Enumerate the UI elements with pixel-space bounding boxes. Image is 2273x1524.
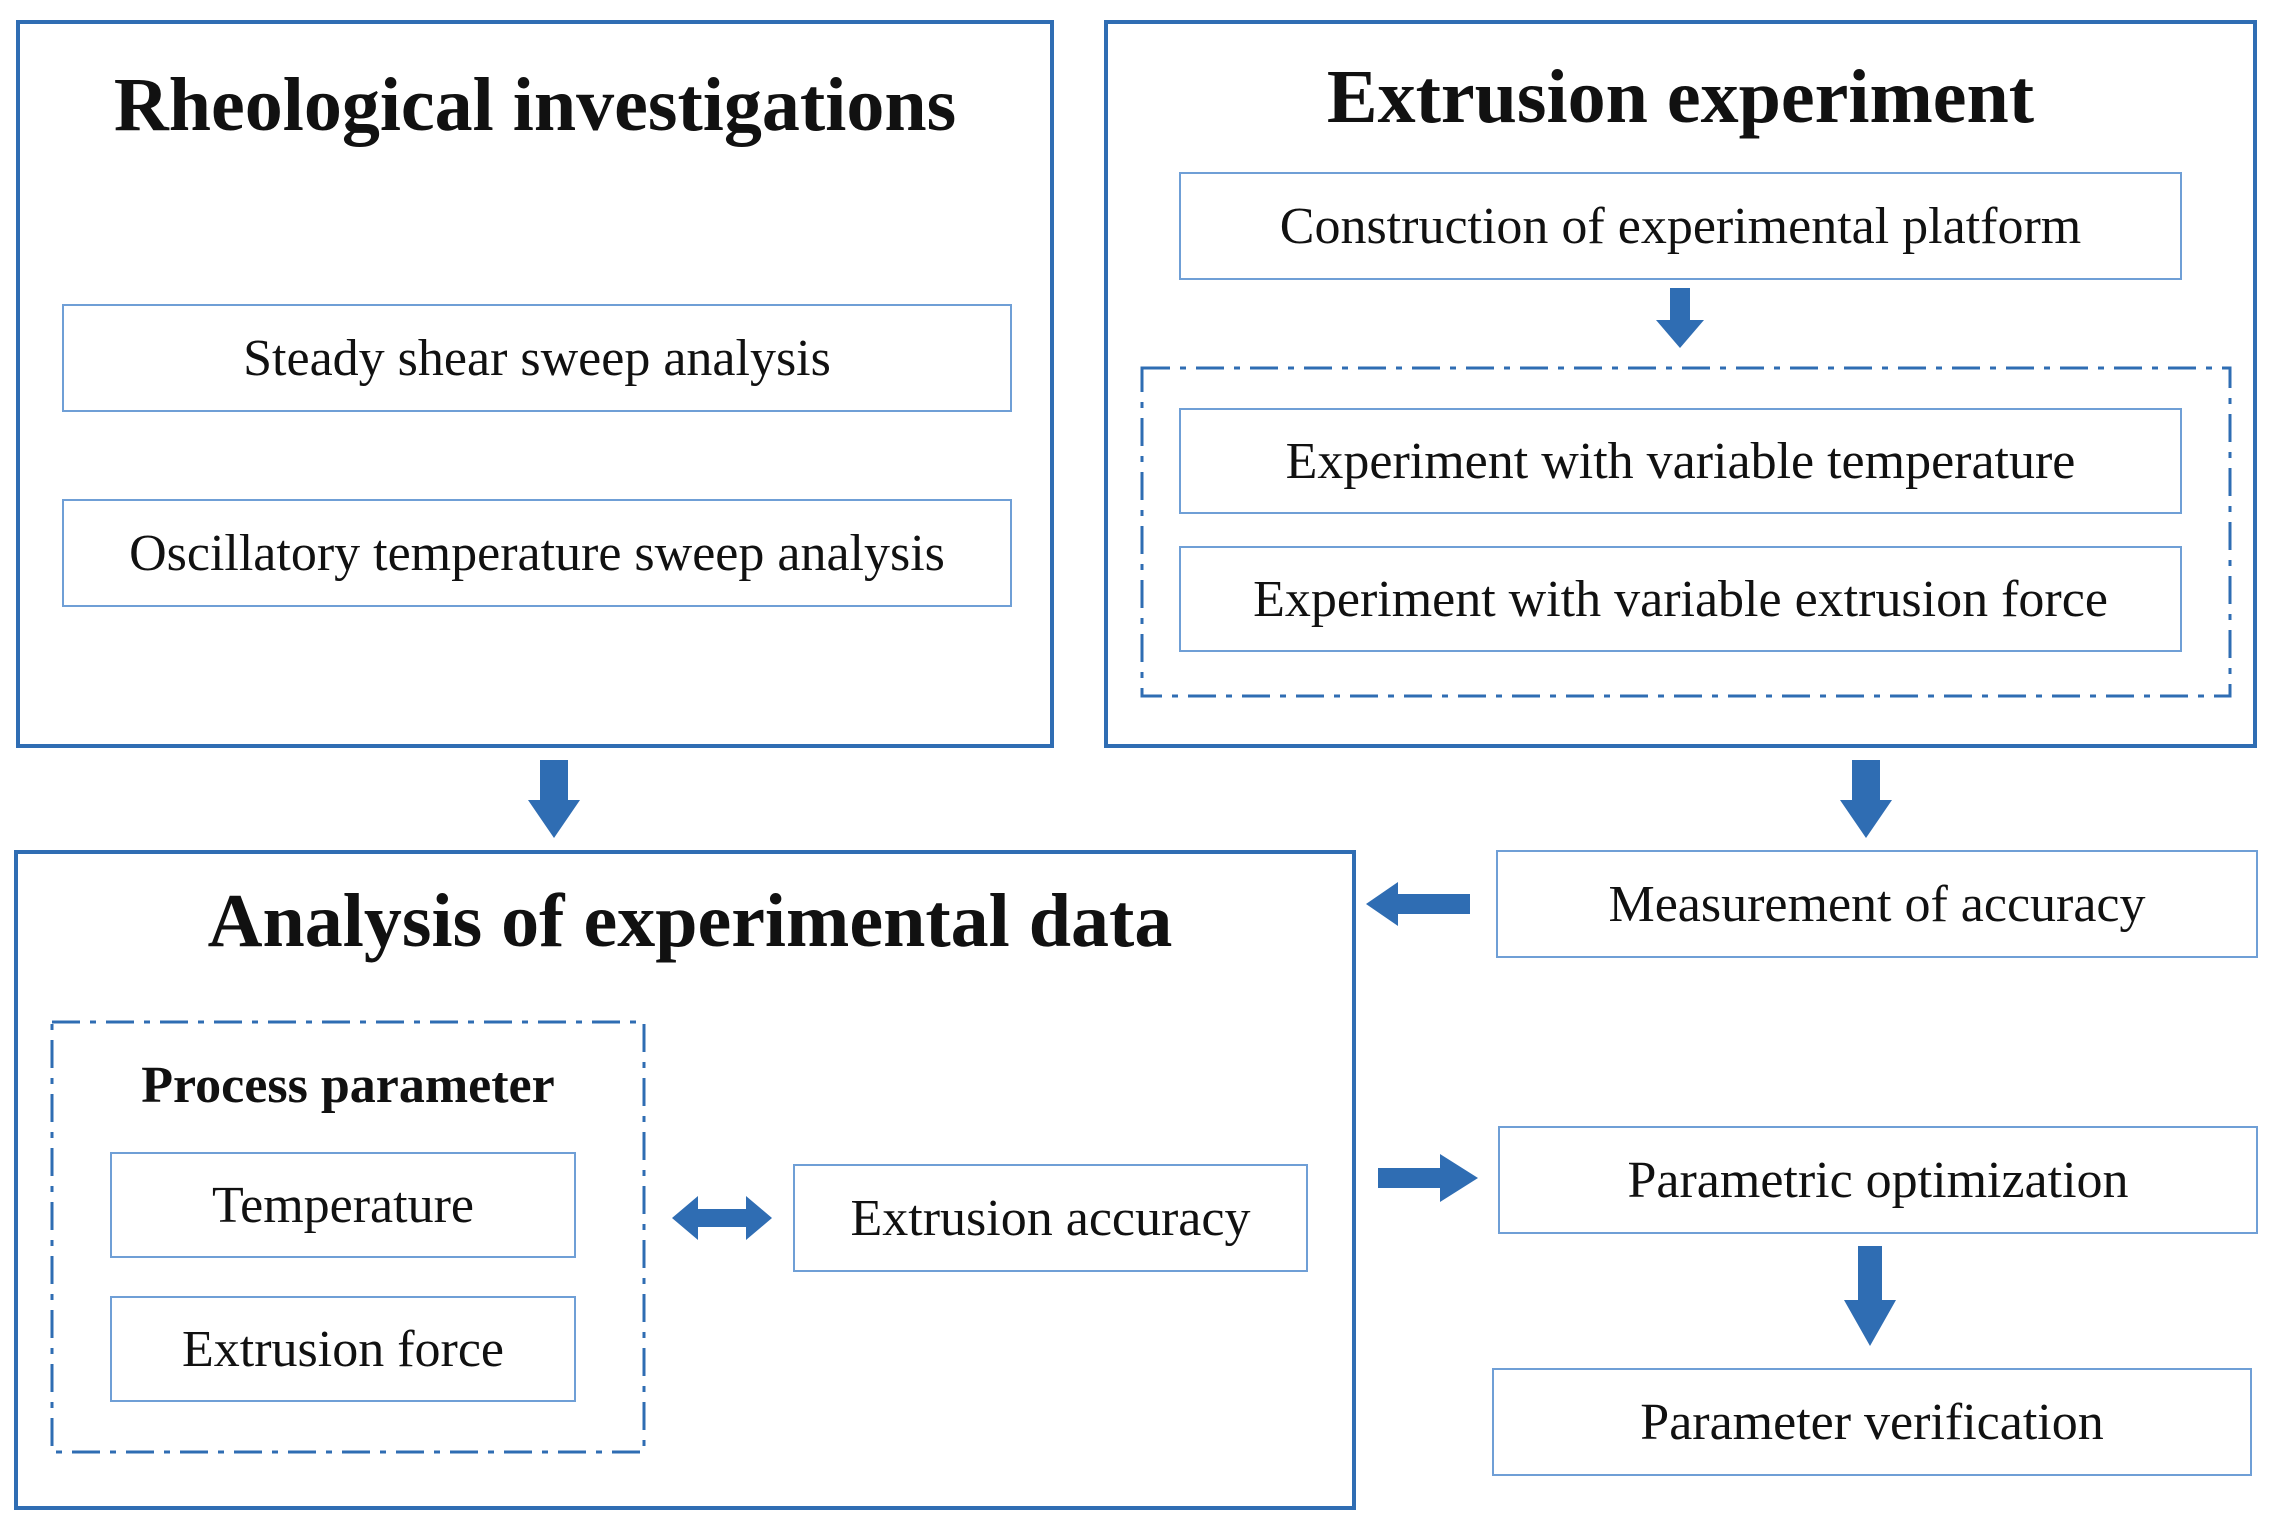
arrow-down-extrusion-icon [1840,760,1892,838]
oscillatory-box: Oscillatory temperature sweep analysis [62,499,1012,607]
measurement-box: Measurement of accuracy [1496,850,2258,958]
optimization-box: Parametric optimization [1498,1126,2258,1234]
rheological-panel: Rheological investigations Steady shear … [16,20,1054,748]
arrow-down-rheological-icon [528,760,580,838]
variable-force-box: Experiment with variable extrusion force [1179,546,2182,652]
variable-temperature-box: Experiment with variable temperature [1179,408,2182,514]
platform-box: Construction of experimental platform [1179,172,2182,280]
rheological-title: Rheological investigations [113,63,957,147]
verification-box: Parameter verification [1492,1368,2252,1476]
analysis-title: Analysis of experimental data [207,879,1173,963]
extrusion-accuracy-box: Extrusion accuracy [793,1164,1308,1272]
extrusion-experiment-title: Extrusion experiment [1326,55,2035,139]
steady-shear-box: Steady shear sweep analysis [62,304,1012,412]
extrusion-force-box: Extrusion force [110,1296,576,1402]
process-parameter-label: Process parameter [141,1057,555,1114]
temperature-box: Temperature [110,1152,576,1258]
arrow-left-measurement-icon [1366,882,1470,926]
arrow-down-optimization-icon [1844,1246,1896,1346]
arrow-right-optimization-icon [1378,1154,1478,1202]
